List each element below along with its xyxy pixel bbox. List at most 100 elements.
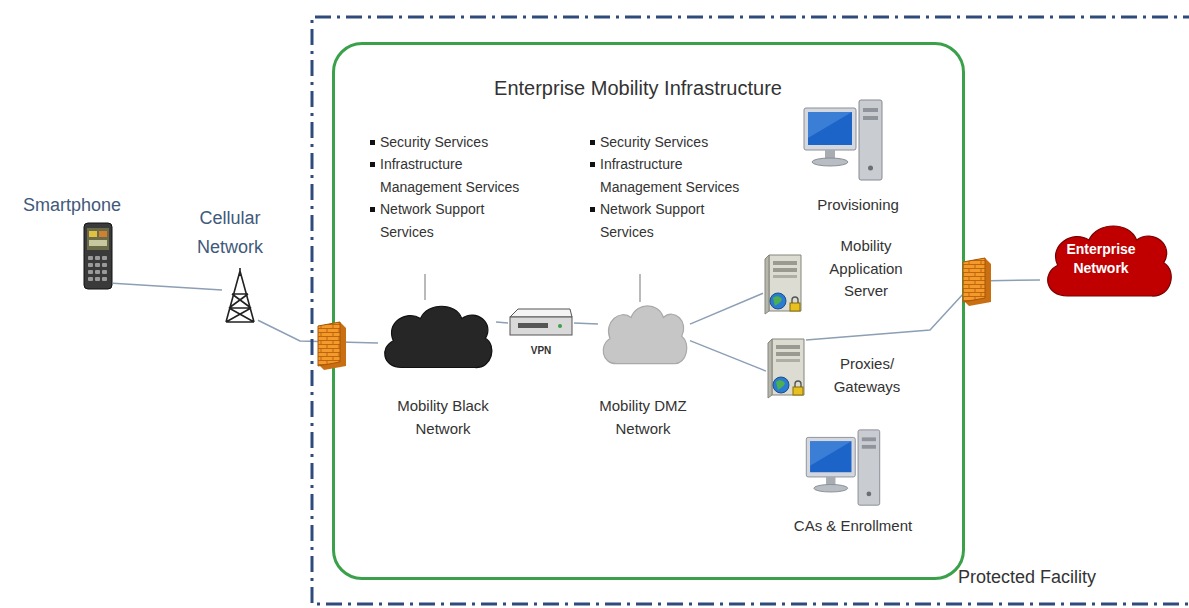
node-label: Mobility Black Network — [375, 395, 511, 440]
node-label: Provisioning — [793, 195, 923, 215]
node-label: Mobility Application Server — [811, 235, 921, 303]
bullet-mark — [370, 207, 375, 212]
service-item: Security Services — [588, 131, 740, 153]
node-label: Smartphone — [2, 194, 142, 217]
server-part — [776, 380, 785, 390]
infrastructure-box: Security ServicesInfrastructure Manageme… — [332, 42, 965, 580]
server-workstation: CAs & Enrollment — [803, 428, 883, 508]
cloud-label: Enterprise Network — [1045, 240, 1157, 278]
server-workstation: Provisioning — [803, 98, 883, 183]
pc-part — [806, 437, 855, 477]
pc-part — [863, 116, 878, 120]
pc-part — [862, 445, 876, 449]
service-item: Network Support Services — [368, 198, 520, 243]
label-wrap: Mobility Black Network — [375, 395, 511, 440]
node-label: Proxies/ Gateways — [815, 353, 919, 398]
pc-shape — [803, 428, 883, 508]
cloudG-shape — [598, 301, 690, 367]
pc-part — [810, 441, 851, 472]
facility-region: Security ServicesInfrastructure Manageme… — [310, 15, 1189, 606]
server-node: Mobility Application Server — [763, 253, 803, 315]
label-wrap: CAs & Enrollment — [793, 515, 913, 538]
phone-part — [99, 231, 107, 237]
network-link — [690, 293, 763, 324]
label-wrap: Enterprise Mobility Infrastructure — [398, 75, 878, 101]
phone-part — [89, 231, 97, 237]
label-wrap: VPN — [511, 344, 571, 357]
cell-tower-node: Cellular Network — [222, 268, 258, 323]
network-link — [574, 323, 598, 324]
pc-part — [808, 112, 852, 138]
pc-part — [868, 166, 873, 171]
server-part — [773, 268, 797, 272]
phone-part — [95, 270, 100, 274]
server-part — [773, 377, 789, 393]
firewall-icon — [318, 322, 346, 370]
phone-part — [88, 270, 93, 274]
service-item: Security Services — [368, 131, 520, 153]
label-wrap: Provisioning — [793, 195, 923, 215]
server-part — [776, 359, 800, 362]
phone-part — [102, 277, 107, 281]
phone-shape — [83, 222, 113, 290]
pc-part — [814, 484, 848, 492]
label-wrap: Proxies/ Gateways — [815, 353, 919, 398]
node-label: Enterprise Mobility Infrastructure — [398, 75, 878, 101]
vpn-part — [518, 323, 548, 328]
phone-part — [102, 270, 107, 274]
pc-part — [862, 437, 876, 441]
pc-part — [808, 112, 852, 145]
node-label: Protected Facility — [958, 566, 1168, 589]
server-part — [773, 296, 782, 306]
server-part — [769, 255, 801, 311]
leader-line — [424, 274, 425, 300]
tower-part — [226, 268, 254, 322]
firewall-icon — [963, 258, 991, 306]
pc-shape — [803, 98, 883, 183]
server-shape — [766, 337, 806, 399]
pc-part — [812, 158, 848, 166]
label-wrap: Enterprise Network — [1045, 240, 1157, 278]
server-part — [773, 275, 797, 278]
phone-part — [88, 277, 93, 281]
pc-part — [804, 108, 856, 150]
pc-part — [810, 441, 851, 465]
service-item: Infrastructure Management Services — [588, 153, 740, 198]
bullet-mark — [590, 207, 595, 212]
label-wrap: Cellular Network — [168, 204, 292, 262]
facility-part — [312, 17, 1189, 604]
phone-part — [102, 263, 107, 267]
server-part — [770, 293, 786, 309]
bullet-mark — [370, 162, 375, 167]
server-part — [790, 303, 800, 311]
phone-part — [87, 228, 109, 250]
phone-part — [88, 256, 93, 260]
server-part — [768, 339, 772, 398]
server-part — [776, 352, 800, 356]
service-list: Security ServicesInfrastructure Manageme… — [588, 131, 740, 243]
vpn-part — [510, 309, 572, 317]
service-list: Security ServicesInfrastructure Manageme… — [368, 131, 520, 243]
cloudG-part — [603, 306, 687, 364]
network-link — [806, 280, 1040, 340]
server-part — [776, 345, 800, 349]
label-wrap: Smartphone — [2, 194, 142, 217]
server-part — [792, 297, 798, 303]
pc-part — [867, 492, 872, 497]
vpn-part — [510, 317, 572, 335]
network-cloud: Security ServicesInfrastructure Manageme… — [378, 301, 496, 371]
pc-part — [858, 430, 880, 505]
network-link — [496, 322, 508, 323]
vpn-part — [558, 324, 562, 328]
network-link — [690, 341, 766, 372]
phone-part — [95, 256, 100, 260]
server-part — [773, 261, 797, 265]
phone-part — [88, 263, 93, 267]
server-node: Proxies/ Gateways — [766, 337, 806, 399]
node-label: Cellular Network — [168, 204, 292, 262]
tower-shape — [222, 268, 258, 323]
service-text: Infrastructure Management Services — [380, 153, 520, 198]
bullet-mark — [590, 140, 595, 145]
